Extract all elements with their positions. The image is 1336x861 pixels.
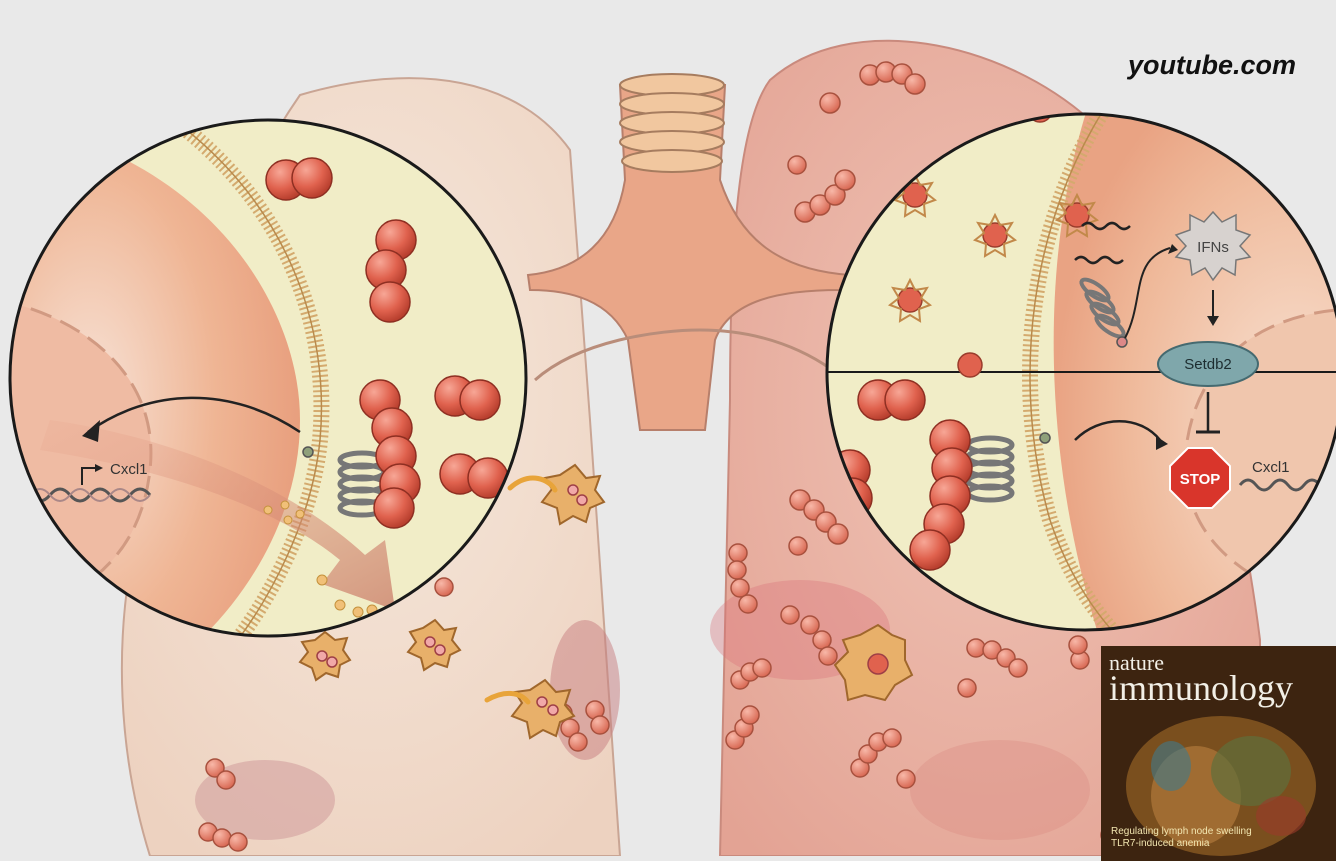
cover-brand-line2: immunology [1109, 670, 1293, 706]
ifn-label: IFNs [1197, 239, 1229, 256]
gene-label: Cxcl1 [110, 461, 148, 478]
stop-label: STOP [1180, 471, 1221, 488]
cover-brand: nature immunology [1109, 652, 1293, 706]
journal-cover: nature immunology Regulating lymph node … [1101, 646, 1336, 861]
gene-label: Cxcl1 [1252, 459, 1290, 476]
cover-caption-line1: Regulating lymph node swelling [1111, 826, 1252, 838]
trachea-rings [620, 74, 724, 172]
cover-caption-line2: TLR7-induced anemia [1111, 838, 1252, 850]
lung-shadow [910, 740, 1090, 840]
header-strip [0, 0, 1336, 6]
setdb2-label: Setdb2 [1184, 356, 1232, 373]
cover-caption: Regulating lymph node swelling TLR7-indu… [1111, 826, 1252, 850]
source-watermark: youtube.com [1128, 50, 1296, 81]
